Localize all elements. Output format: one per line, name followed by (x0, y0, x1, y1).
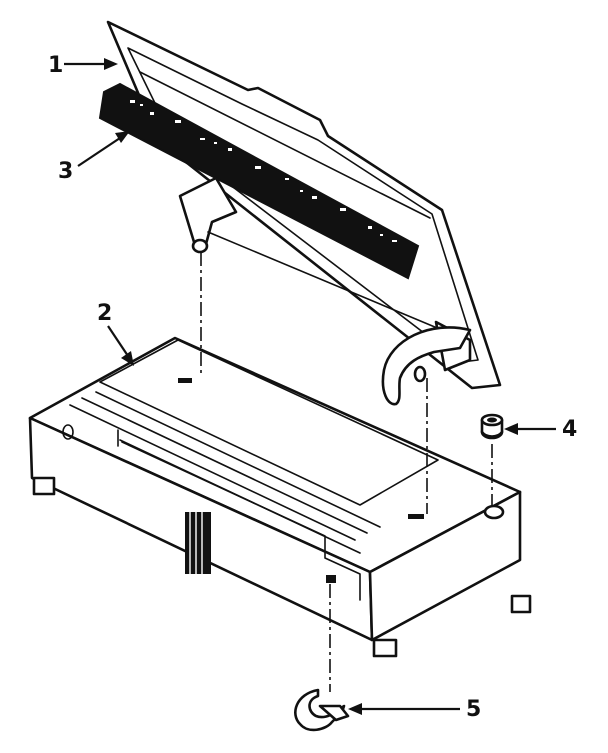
assembly-guide-lines (200, 252, 493, 692)
latch-hook (381, 326, 472, 406)
callout-label-5: 5 (466, 697, 481, 722)
callout-label-2: 2 (97, 301, 112, 326)
callout-label-4: 4 (562, 417, 577, 442)
callout-label-1: 1 (48, 53, 63, 78)
callout-3: 3 (58, 131, 130, 184)
part-5-clip (294, 688, 350, 732)
callout-1: 1 (48, 53, 118, 78)
callout-4: 4 (504, 417, 577, 442)
part-2-base-housing (28, 336, 532, 658)
part-4-knob (480, 413, 504, 440)
callout-5: 5 (348, 697, 481, 722)
callout-2: 2 (97, 301, 134, 366)
front-grille (185, 512, 211, 574)
callout-label-3: 3 (58, 159, 73, 184)
part-3-strip (98, 82, 420, 280)
